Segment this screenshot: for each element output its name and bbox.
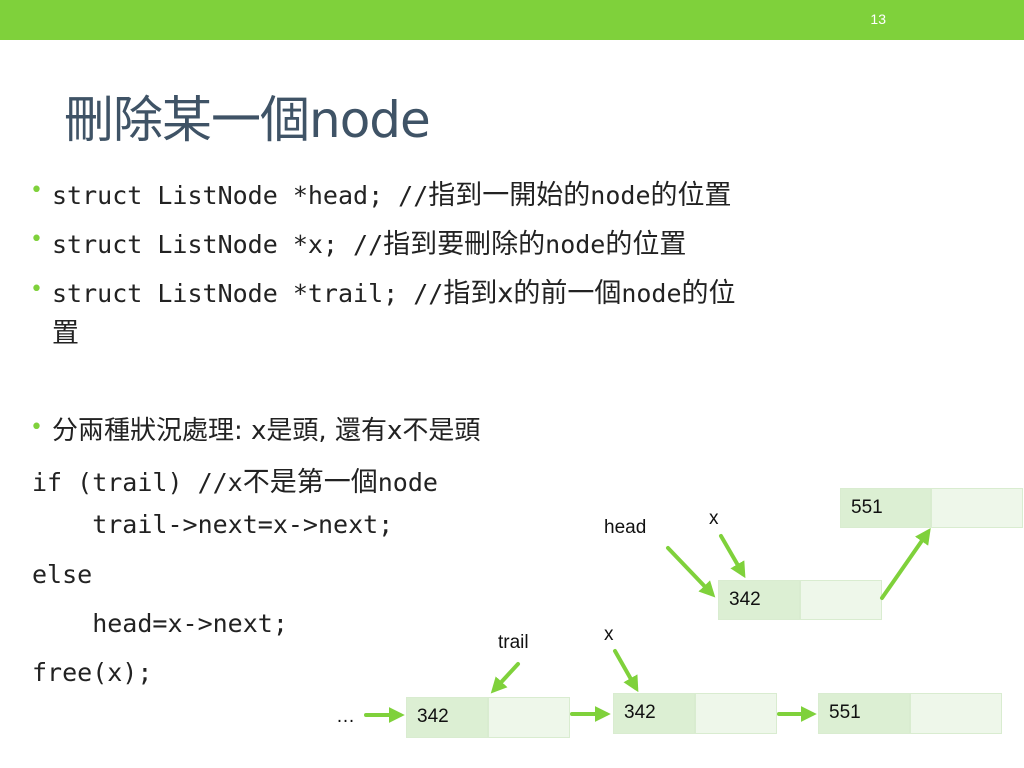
arrow-trail-label [490, 662, 520, 694]
code-line-head-next: head=x->next; [32, 609, 288, 638]
node-lower-x-next [695, 693, 777, 734]
code-line-else: else [32, 560, 93, 589]
bullet-icon: • [30, 178, 43, 203]
code-line-if: if (trail) //x不是第一個node [32, 467, 438, 498]
bullet-trail-decl: struct ListNode *trail; //指到x的前一個node的位 [52, 278, 736, 309]
bullet-two-cases: 分兩種狀況處理: x是頭, 還有x不是頭 [52, 416, 481, 446]
arrow-x-to-node-lower [613, 649, 639, 693]
head-label: head [604, 517, 647, 538]
bullet-x-decl: struct ListNode *x; //指到要刪除的node的位置 [52, 229, 687, 260]
arrow-head-to-node [666, 546, 716, 598]
node-lower-trail-next [488, 697, 570, 738]
node-upper-342-data: 342 [718, 580, 800, 620]
slide-title: 刪除某一個node [64, 91, 431, 149]
arrow-node-to-551 [880, 528, 931, 600]
bullet-icon: • [30, 415, 43, 440]
node-lower-551-next [910, 693, 1002, 734]
ellipsis-label: … [336, 706, 355, 727]
node-upper-551-data: 551 [840, 488, 931, 528]
node-lower-trail-data: 342 [406, 697, 488, 738]
top-bar [0, 0, 1024, 40]
node-lower-551-data: 551 [818, 693, 910, 734]
node-upper-342-next [800, 580, 882, 620]
x-label-upper: x [709, 508, 719, 529]
code-line-trail-next: trail->next=x->next; [32, 510, 394, 539]
node-lower-x-data: 342 [613, 693, 695, 734]
bullet-trail-wrap: 置 [52, 318, 79, 349]
trail-label: trail [498, 632, 529, 653]
slide-number: 13 [870, 11, 886, 27]
bullet-head-decl: struct ListNode *head; //指到一開始的node的位置 [52, 180, 732, 211]
code-line-free: free(x); [32, 658, 153, 687]
bullet-icon: • [30, 277, 43, 302]
bullet-icon: • [30, 227, 43, 252]
arrow-x-to-node-upper [719, 534, 746, 579]
node-upper-551-next [931, 488, 1023, 528]
x-label-lower: x [604, 624, 614, 645]
